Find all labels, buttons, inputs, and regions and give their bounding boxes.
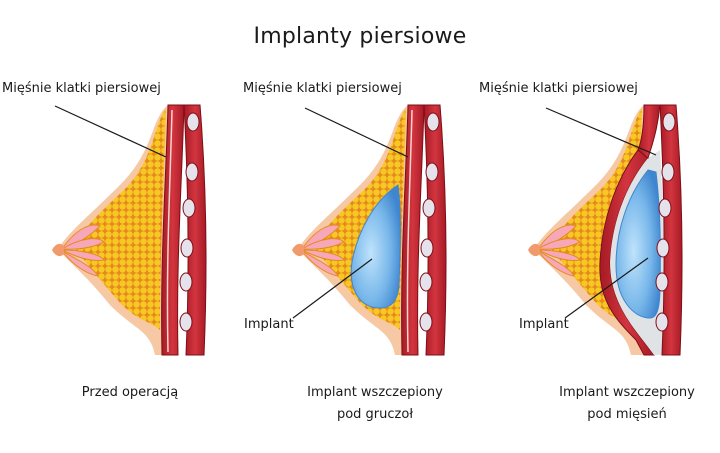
leader-line-muscle-2 bbox=[304, 107, 409, 158]
caption-before-line-1: Przed operacją bbox=[81, 385, 179, 400]
muscle-label-submuscular: Mięśnie klatki piersiowej bbox=[479, 81, 638, 96]
leader-line-muscle-3 bbox=[545, 107, 657, 156]
implant-label-subglandular: Implant bbox=[244, 317, 294, 332]
panel-subglandular bbox=[292, 104, 447, 356]
leader-line-implant-3 bbox=[564, 257, 649, 319]
implant-label-submuscular: Implant bbox=[519, 317, 569, 332]
caption-subglandular-line-2: pod gruczoł bbox=[336, 407, 414, 422]
nipple bbox=[528, 243, 540, 257]
caption-submuscular-line-1: Implant wszczepiony bbox=[559, 385, 695, 400]
caption-before: Przed operacją bbox=[40, 382, 220, 404]
caption-subglandular-line-1: Implant wszczepiony bbox=[307, 385, 443, 400]
implant bbox=[350, 184, 401, 309]
mammary-gland bbox=[536, 224, 581, 277]
muscle-label-before: Mięśnie klatki piersiowej bbox=[2, 81, 161, 96]
panel-before bbox=[52, 104, 207, 356]
mammary-gland bbox=[60, 224, 105, 277]
mammary-gland bbox=[300, 224, 345, 277]
diagram-title: Implanty piersiowe bbox=[253, 24, 467, 49]
implant bbox=[615, 169, 661, 319]
leader-line-muscle-1 bbox=[54, 105, 167, 158]
leader-line-implant-2 bbox=[292, 258, 373, 319]
caption-subglandular: Implant wszczepiony pod gruczoł bbox=[280, 382, 470, 426]
nipple bbox=[52, 243, 64, 257]
caption-submuscular: Implant wszczepiony pod mięsień bbox=[532, 382, 720, 426]
panel-submuscular bbox=[528, 104, 683, 356]
caption-submuscular-line-2: pod mięsień bbox=[587, 407, 667, 422]
nipple bbox=[292, 243, 304, 257]
muscle-label-subglandular: Mięśnie klatki piersiowej bbox=[243, 81, 402, 96]
